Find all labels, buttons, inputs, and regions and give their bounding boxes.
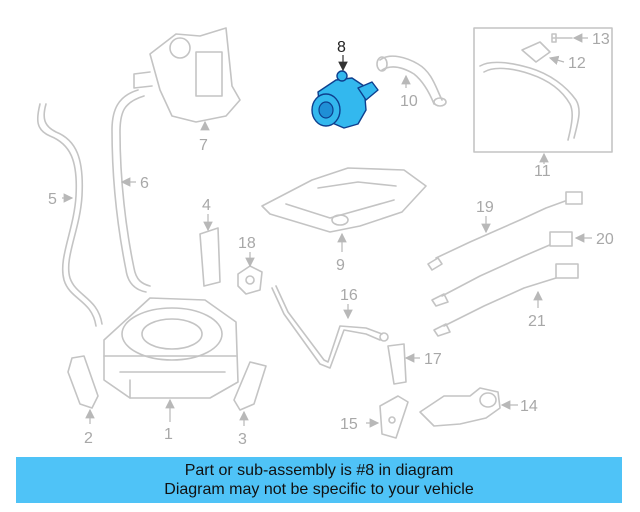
part-8-secondary-air-pump[interactable] xyxy=(311,70,379,129)
callout-8: 8 xyxy=(337,39,346,56)
part-16-pipe[interactable] xyxy=(271,285,389,369)
callout-1: 1 xyxy=(164,426,173,443)
callout-7: 7 xyxy=(199,137,208,154)
part-4-bracket[interactable] xyxy=(199,227,221,287)
banner-line-1: Part or sub-assembly is #8 in diagram xyxy=(184,462,454,479)
part-13-bolt[interactable] xyxy=(551,33,573,43)
info-banner: Part or sub-assembly is #8 in diagram Di… xyxy=(16,457,622,503)
callout-4: 4 xyxy=(202,197,211,214)
callout-12: 12 xyxy=(568,55,586,72)
parts-diagram: 1 2 3 4 5 6 7 8 xyxy=(36,27,614,448)
callout-15: 15 xyxy=(340,416,358,433)
part-2-bracket[interactable] xyxy=(67,355,99,409)
part-15-bracket[interactable] xyxy=(379,395,409,439)
callout-2: 2 xyxy=(84,430,93,447)
part-11-box xyxy=(473,27,613,153)
part-6-hose[interactable] xyxy=(111,89,151,293)
part-1-canister[interactable] xyxy=(103,297,239,399)
callout-17: 17 xyxy=(424,351,442,368)
part-19-sensor[interactable] xyxy=(427,191,583,271)
callout-13: 13 xyxy=(592,31,610,48)
callout-10: 10 xyxy=(400,93,418,110)
callout-3: 3 xyxy=(238,431,247,448)
callout-9: 9 xyxy=(336,257,345,274)
part-18-sensor[interactable] xyxy=(237,265,263,295)
part-21-sensor[interactable] xyxy=(433,263,579,337)
callout-21: 21 xyxy=(528,313,546,330)
callout-16: 16 xyxy=(340,287,358,304)
callout-19: 19 xyxy=(476,199,494,216)
callout-14: 14 xyxy=(520,398,538,415)
part-10-hose[interactable] xyxy=(376,55,447,107)
banner-line-2: Diagram may not be specific to your vehi… xyxy=(164,481,474,498)
part-11-hose-kit[interactable] xyxy=(479,61,580,141)
part-3-bracket[interactable] xyxy=(233,361,267,411)
callout-11: 11 xyxy=(534,163,551,180)
part-14-valve[interactable] xyxy=(419,387,501,427)
part-12-clamp[interactable] xyxy=(521,41,551,63)
part-20-sensor[interactable] xyxy=(431,231,573,307)
part-17-bracket[interactable] xyxy=(387,343,407,385)
part-7-valve-assembly[interactable] xyxy=(133,27,241,123)
callout-20: 20 xyxy=(596,231,614,248)
callout-18: 18 xyxy=(238,235,256,252)
part-5-hose[interactable] xyxy=(36,103,103,327)
part-9-carrier[interactable] xyxy=(261,167,427,233)
callout-6: 6 xyxy=(140,175,149,192)
callout-5: 5 xyxy=(48,191,57,208)
